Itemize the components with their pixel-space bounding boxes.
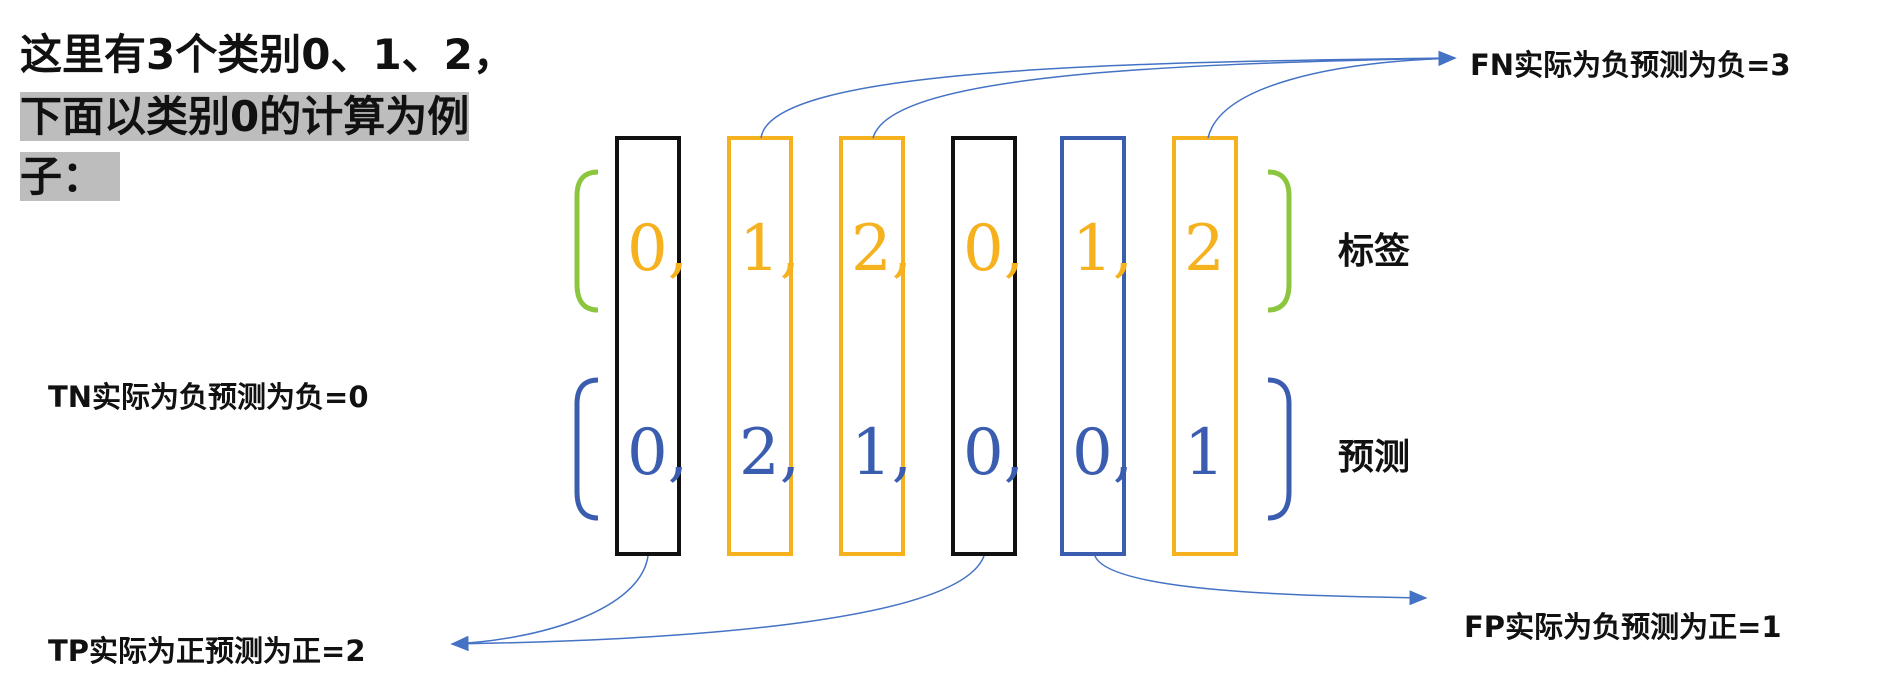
prediction-value-2: 2, bbox=[739, 416, 800, 490]
predictions-row-label: 预测 bbox=[1338, 437, 1411, 478]
fp-arrow-from-col5 bbox=[1094, 555, 1428, 606]
tp-arrow-from-col4 bbox=[450, 555, 985, 652]
prediction-value-4: 0, bbox=[963, 416, 1024, 490]
fn-note: FN实际为负预测为负=3 bbox=[1470, 48, 1791, 82]
fn-arrow-from-col2 bbox=[760, 50, 1457, 139]
tp-note: TP实际为正预测为正=2 bbox=[48, 634, 366, 668]
heading-line-2: 下面以类别0的计算为例 bbox=[20, 92, 470, 141]
column-box-1 bbox=[615, 136, 681, 556]
prediction-value-3: 1, bbox=[851, 416, 912, 490]
label-value-3: 2, bbox=[851, 212, 912, 286]
column-box-3 bbox=[839, 136, 905, 556]
column-box-5 bbox=[1060, 136, 1126, 556]
fn-arrow-from-col6 bbox=[1207, 51, 1457, 139]
prediction-value-5: 0, bbox=[1072, 416, 1133, 490]
label-brace-left bbox=[574, 169, 599, 313]
prediction-brace-left bbox=[574, 377, 599, 521]
column-box-2 bbox=[727, 136, 793, 556]
label-value-4: 0, bbox=[963, 212, 1024, 286]
heading-line-1: 这里有3个类别0、1、2， bbox=[20, 30, 515, 79]
column-box-6 bbox=[1172, 136, 1238, 556]
label-value-2: 1, bbox=[739, 212, 800, 286]
label-value-6: 2 bbox=[1184, 212, 1225, 286]
label-value-5: 1, bbox=[1072, 212, 1133, 286]
label-brace-right bbox=[1267, 169, 1292, 313]
fp-note: FP实际为负预测为正=1 bbox=[1464, 610, 1782, 644]
tn-note: TN实际为负预测为负=0 bbox=[48, 380, 369, 414]
prediction-value-1: 0, bbox=[627, 416, 688, 490]
fn-arrow-from-col3 bbox=[872, 50, 1457, 139]
label-value-1: 0, bbox=[627, 212, 688, 286]
tp-arrow-from-col1 bbox=[450, 555, 649, 651]
prediction-value-6: 1 bbox=[1184, 416, 1225, 490]
labels-row-label: 标签 bbox=[1338, 231, 1411, 272]
column-box-4 bbox=[951, 136, 1017, 556]
prediction-brace-right bbox=[1267, 377, 1292, 521]
heading-line-3: 子： bbox=[20, 152, 121, 202]
